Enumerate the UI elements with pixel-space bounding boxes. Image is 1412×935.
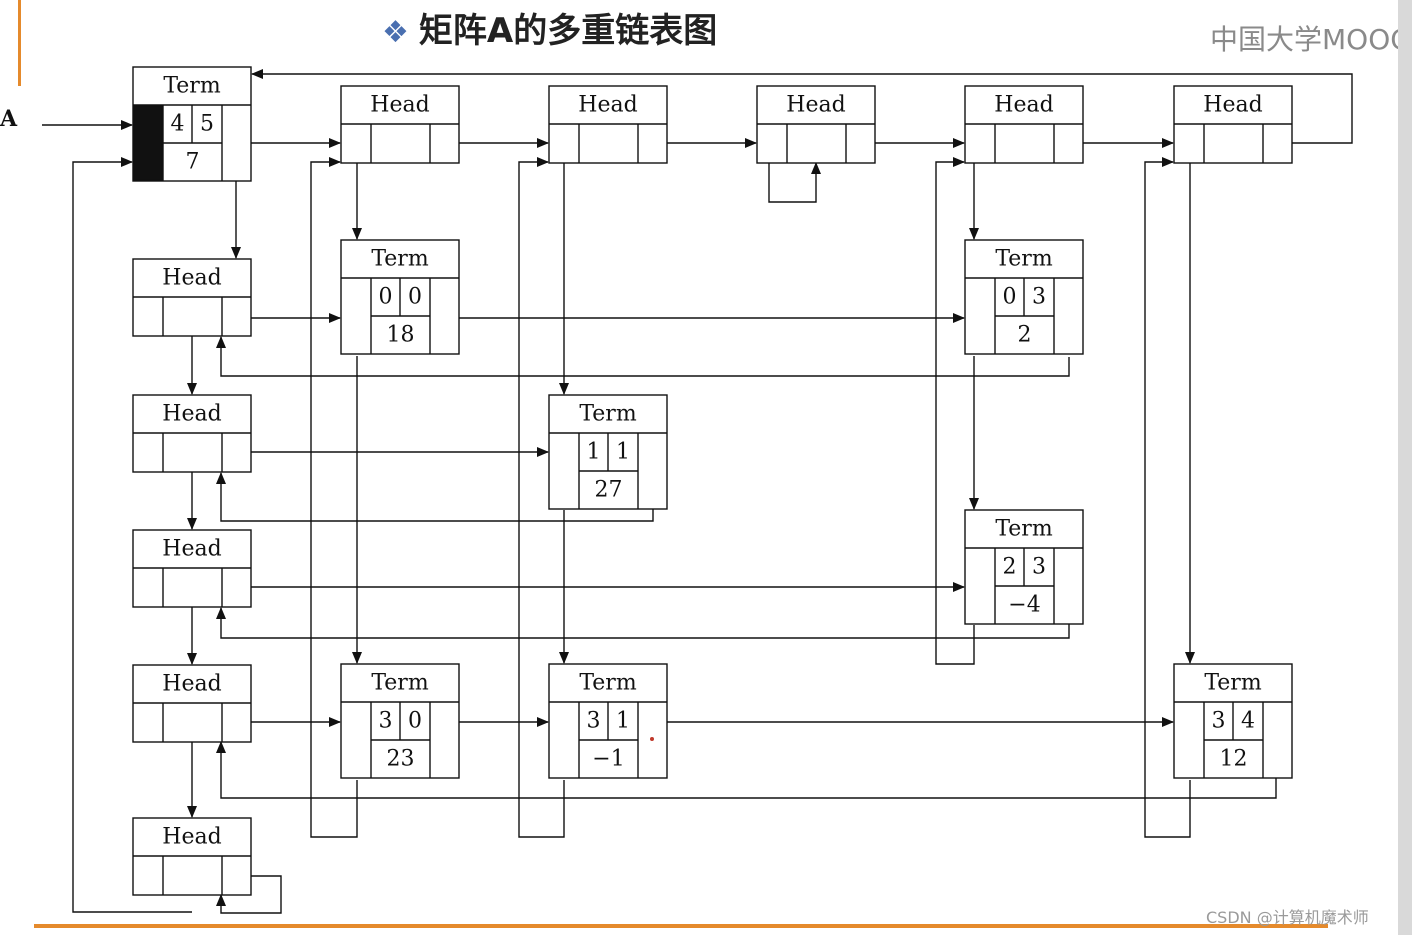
row-head-3: Head [132,664,252,743]
term-3-0-value: 23 [387,747,415,772]
term-2-3-row: 2 [1003,555,1017,580]
term-3-4-col: 4 [1241,709,1255,734]
row-head-1-label: Head [162,402,221,427]
slide-title: ❖ 矩阵A的多重链表图 [382,8,717,54]
link-19 [518,157,565,838]
row-head-1: Head [132,394,252,473]
row-head-0: Head [132,258,252,337]
column-head-3-label: Head [994,93,1053,118]
link-12 [72,157,192,913]
left-accent-rule [18,0,21,86]
term-3-1-row: 3 [587,709,601,734]
red-dot-marker [650,737,654,741]
row-head-0-label: Head [162,266,221,291]
row-head-4: Head [132,817,252,896]
term-2-3-label: Term [995,517,1053,542]
link-31 [216,587,1070,639]
term-0-3-label: Term [995,247,1053,272]
term-3-0-row: 3 [379,709,393,734]
term-1-1-row: 1 [587,440,601,465]
column-head-1-label: Head [578,93,637,118]
link-lines [42,69,1353,914]
link-24 [1144,157,1191,838]
slide-title-text: 矩阵A的多重链表图 [418,11,718,51]
link-13 [768,162,821,203]
term-1-1-value: 27 [595,478,623,503]
term-0-0-row: 0 [379,285,393,310]
window-edge [1398,0,1412,935]
term-0-3-col: 3 [1032,285,1046,310]
logo-text: 中国大学MOOC [1210,23,1398,56]
row-head-2: Head [132,529,252,608]
term-3-0-label: Term [371,671,429,696]
column-head-0: Head [340,85,460,164]
term-0-3-row: 0 [1003,285,1017,310]
entry-term-node-row: 4 [171,112,185,137]
entry-term-node-label: Term [163,74,221,99]
link-22 [935,157,975,665]
row-head-2-label: Head [162,537,221,562]
term-2-3-col: 3 [1032,555,1046,580]
link-16 [310,157,358,838]
term-1-1-col: 1 [616,440,630,465]
term-0-0-col: 0 [408,285,422,310]
term-0-3-value: 2 [1018,323,1032,348]
term-0-0-label: Term [371,247,429,272]
entry-term-node-value: 7 [186,150,200,175]
term-3-4-value: 12 [1220,747,1248,772]
column-head-4-label: Head [1203,93,1262,118]
link-5 [251,69,1353,144]
term-3-1-col: 1 [616,709,630,734]
bottom-accent-rule [34,924,1328,928]
column-head-0-label: Head [370,93,429,118]
term-3-1-value: −1 [592,747,624,772]
term-3-4-label: Term [1204,671,1262,696]
column-head-3: Head [964,85,1084,164]
link-27 [216,336,1070,377]
row-head-4-label: Head [162,825,221,850]
term-3-0-col: 0 [408,709,422,734]
mooc-logo: 中国大学MOOC [1204,18,1398,58]
term-2-3-value: −4 [1008,593,1040,618]
term-1-1-label: Term [579,402,637,427]
column-head-2-label: Head [786,93,845,118]
column-head-2: Head [756,85,876,164]
term-0-0-value: 18 [387,323,415,348]
term-3-1-label: Term [579,671,637,696]
term-3-4-row: 3 [1212,709,1226,734]
column-head-1: Head [548,85,668,164]
diamond-bullet-icon: ❖ [382,15,409,50]
link-36 [216,875,282,914]
row-head-3-label: Head [162,672,221,697]
matrix-pointer-label: A [0,106,18,132]
column-head-4: Head [1173,85,1293,164]
csdn-watermark: CSDN @计算机魔术师 [1206,908,1369,927]
entry-term-node-col: 5 [200,112,214,137]
